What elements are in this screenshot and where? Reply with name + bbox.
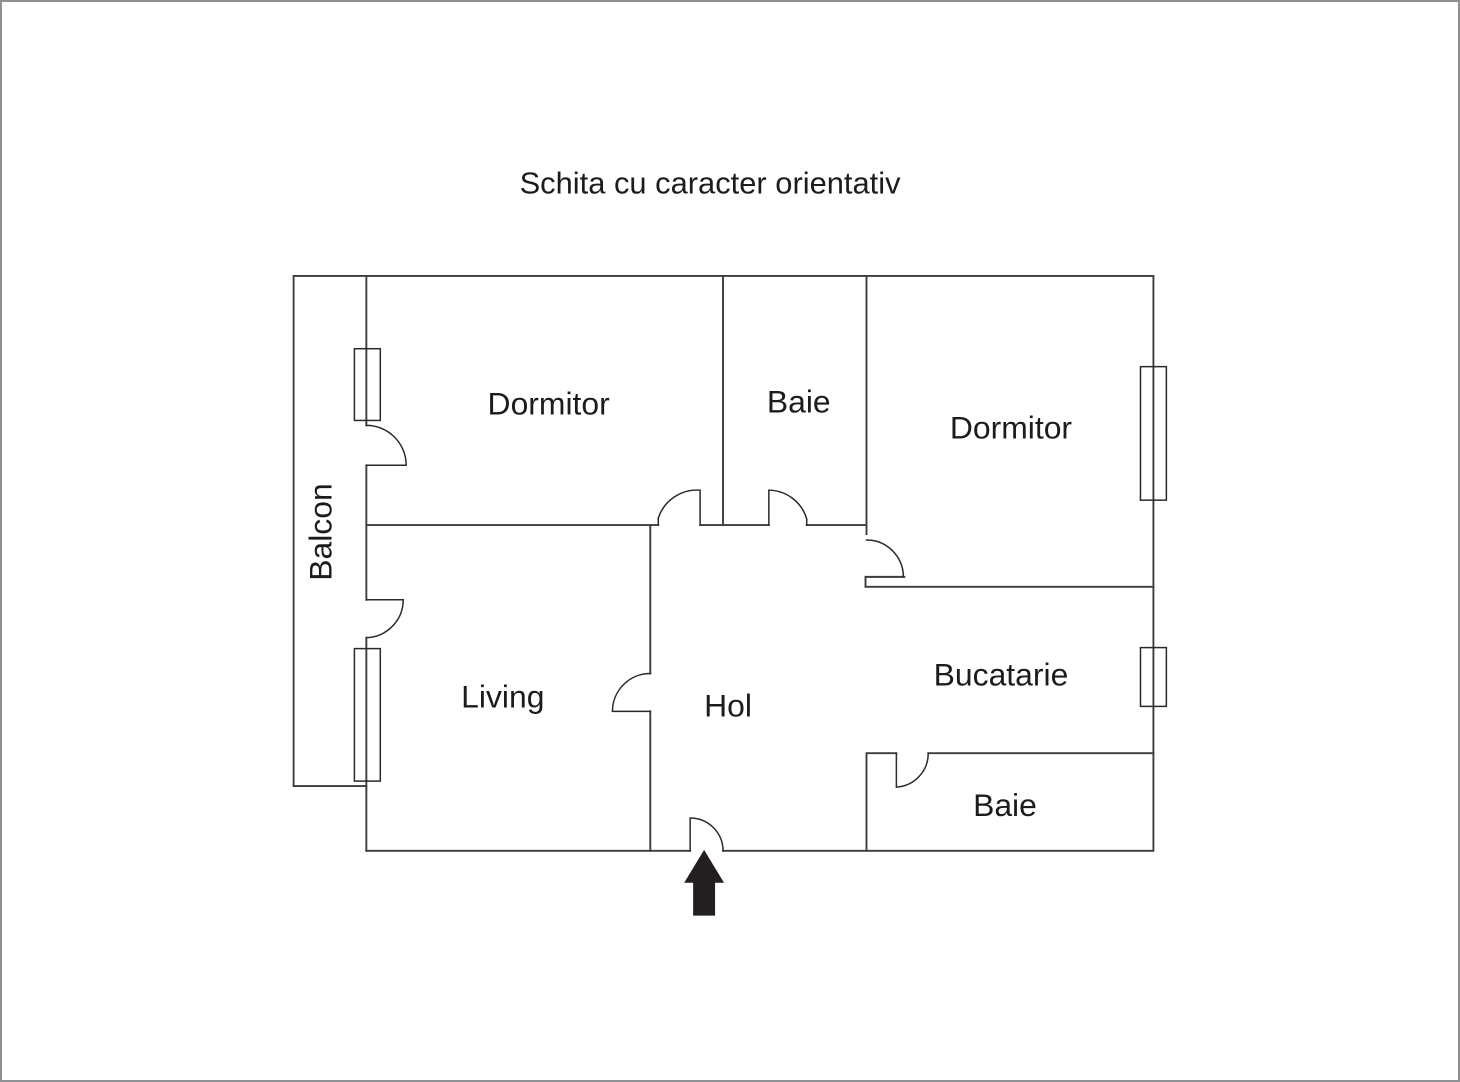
room-labels: Dormitor Baie Dormitor Balcon Living Hol… xyxy=(302,383,1072,823)
door-arc-dormitor-left xyxy=(657,489,701,526)
window-icon-dormitor-right xyxy=(1139,365,1168,501)
door-arc-baie-top xyxy=(768,489,808,526)
entrance-arrow-icon xyxy=(684,849,725,916)
window-icon-bucatarie xyxy=(1139,646,1168,708)
room-label-baie-bottom: Baie xyxy=(973,787,1037,823)
window-icon-living xyxy=(353,647,382,782)
plan-title: Schita cu caracter orientativ xyxy=(520,165,902,200)
room-label-balcon: Balcon xyxy=(302,483,338,580)
door-arc-dormitor-right xyxy=(865,539,905,578)
door-arc-entrance xyxy=(689,817,724,852)
room-label-bucatarie: Bucatarie xyxy=(934,656,1069,692)
room-label-dormitor-right: Dormitor xyxy=(950,409,1073,445)
windows xyxy=(353,347,1168,782)
room-label-baie-top: Baie xyxy=(767,383,831,419)
door-arc-living-hol xyxy=(611,672,652,713)
walls xyxy=(292,275,1155,852)
baie-bottom-walls xyxy=(865,752,1155,852)
room-label-living: Living xyxy=(461,678,544,714)
dormitor-right-walls xyxy=(864,275,1155,588)
door-arc-balcon-dormitor xyxy=(365,424,407,467)
room-label-hol: Hol xyxy=(704,687,752,723)
room-label-dormitor-left: Dormitor xyxy=(488,385,611,421)
baie-top-walls xyxy=(722,275,868,527)
window-icon-dormitor-left xyxy=(353,347,382,422)
door-arc-baie-bottom xyxy=(895,752,930,788)
door-arc-balcon-living xyxy=(365,599,404,639)
doors xyxy=(365,424,930,852)
